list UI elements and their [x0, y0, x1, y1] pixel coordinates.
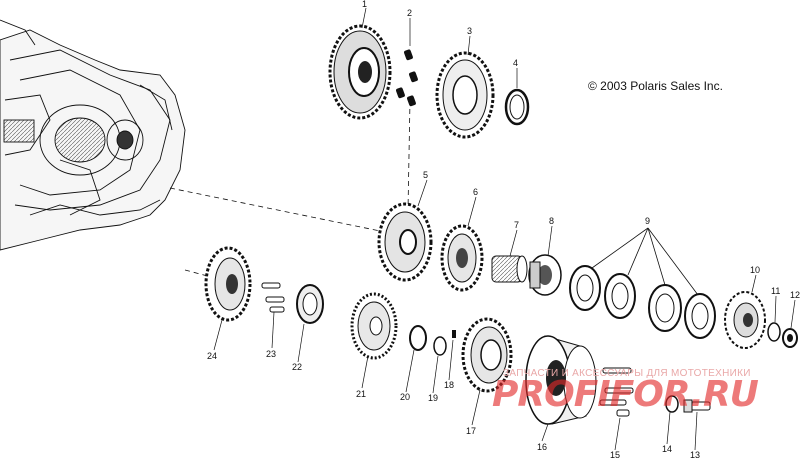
callout-6: 6 — [473, 187, 478, 197]
callout-1: 1 — [362, 0, 367, 9]
gear-17 — [461, 317, 513, 393]
watermark-logo: PROFIFOR.RU — [492, 374, 759, 415]
callout-3: 3 — [467, 26, 472, 36]
callout-7: 7 — [514, 220, 519, 230]
callout-19: 19 — [428, 393, 438, 403]
gear-3 — [435, 51, 495, 139]
gear-1 — [328, 24, 392, 120]
gear-5 — [377, 202, 433, 282]
bolt-13 — [683, 399, 711, 413]
callout-2: 2 — [407, 8, 412, 18]
pin-18 — [452, 330, 456, 338]
callout-14: 14 — [662, 444, 672, 454]
bolts-15 — [599, 367, 634, 417]
callout-12: 12 — [790, 290, 800, 300]
plates-9-leaders — [591, 227, 699, 296]
callout-numbers: 1 2 3 4 5 6 7 8 9 10 11 12 13 14 15 16 1… — [207, 0, 800, 460]
washer-20 — [409, 325, 427, 351]
leader-lines — [169, 99, 411, 279]
clip-19 — [433, 336, 447, 356]
callout-10: 10 — [750, 265, 760, 275]
gear-6 — [440, 224, 484, 292]
callout-15: 15 — [610, 450, 620, 460]
callout-8: 8 — [549, 216, 554, 226]
watermark-caption: ЗАПЧАСТИ И АКСЕССУАРЫ ДЛЯ МОТОТЕХНИКИ — [503, 368, 751, 379]
gear-21 — [350, 292, 398, 360]
plates-9 — [569, 265, 716, 339]
shaft-7 — [491, 255, 528, 283]
pins-2 — [396, 49, 418, 107]
gear-24 — [204, 246, 252, 322]
callout-18: 18 — [444, 380, 454, 390]
callout-21: 21 — [356, 389, 366, 399]
hub-10 — [724, 291, 766, 349]
callout-leaders — [213, 7, 796, 451]
callout-5: 5 — [423, 170, 428, 180]
ring-4 — [504, 88, 530, 126]
copyright-text: © 2003 Polaris Sales Inc. — [588, 79, 723, 93]
bearing-22 — [296, 284, 324, 324]
callout-11: 11 — [771, 286, 780, 296]
callout-20: 20 — [400, 392, 410, 402]
hub-8 — [528, 254, 562, 296]
nut-12 — [782, 328, 798, 348]
washer-11 — [767, 322, 781, 342]
bolts-23 — [261, 282, 285, 313]
callout-4: 4 — [513, 58, 518, 68]
callout-13: 13 — [690, 450, 700, 460]
drum-16 — [525, 335, 597, 425]
callout-22: 22 — [292, 362, 302, 372]
callout-16: 16 — [537, 442, 547, 452]
callout-17: 17 — [466, 426, 476, 436]
engine-case-illustration — [0, 19, 186, 251]
callout-23: 23 — [266, 349, 276, 359]
callout-9: 9 — [645, 216, 650, 226]
washer-14 — [665, 395, 679, 413]
callout-24: 24 — [207, 351, 217, 361]
